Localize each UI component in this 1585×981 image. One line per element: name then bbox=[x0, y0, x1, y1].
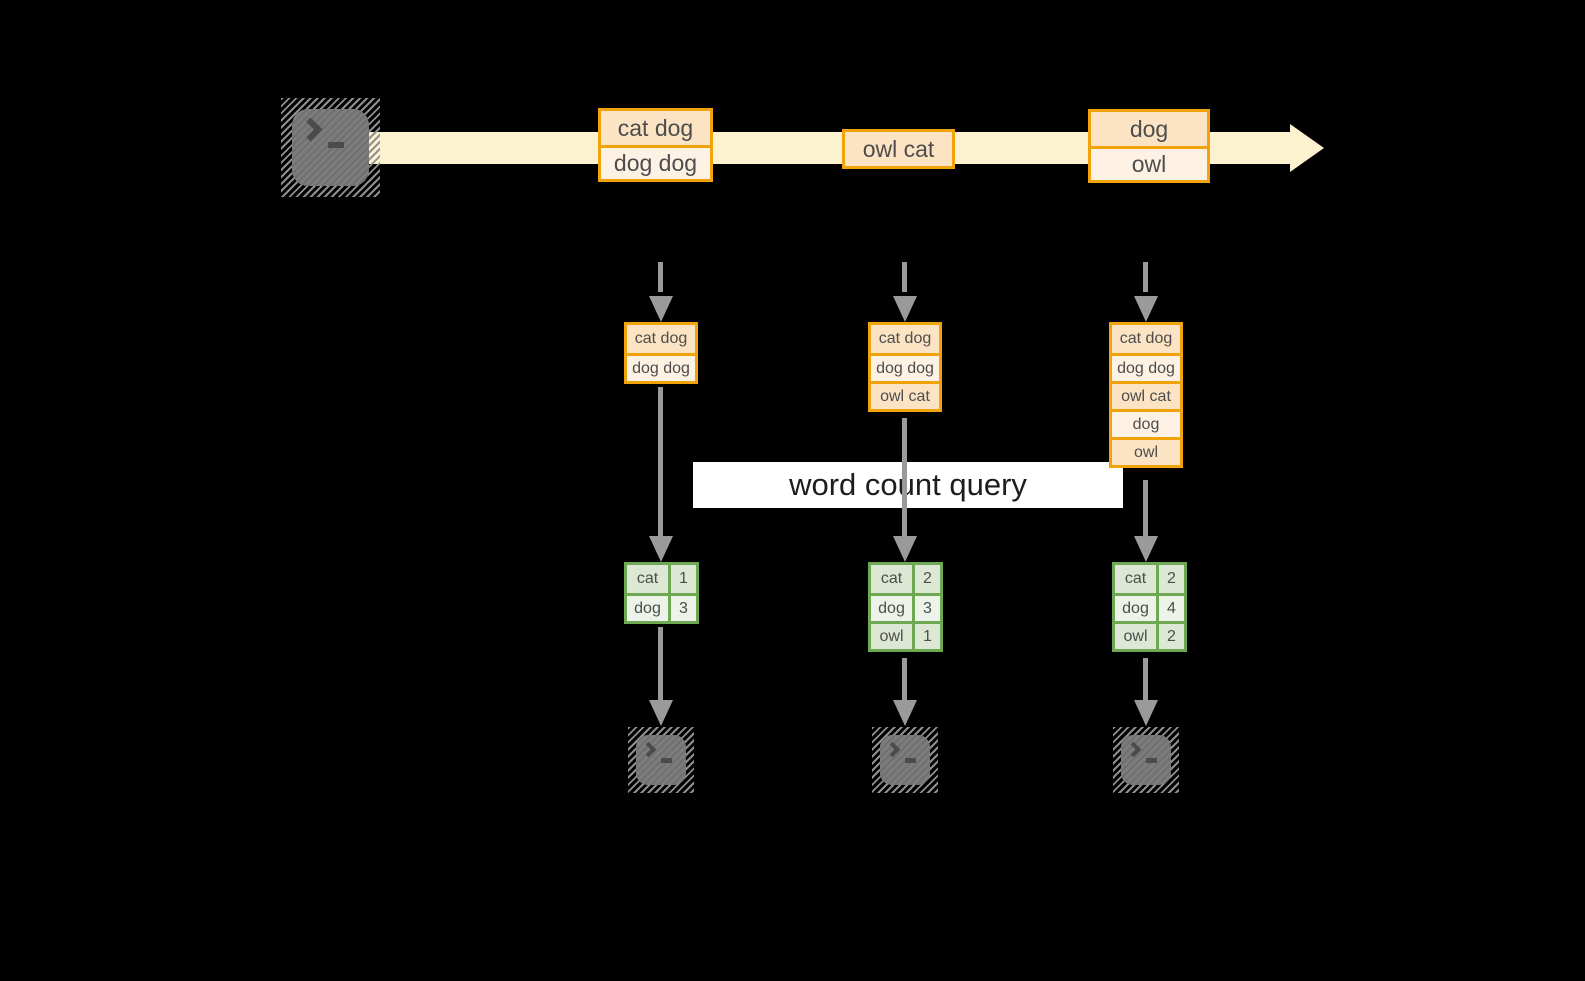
count-row: owl 2 bbox=[1115, 621, 1184, 649]
count-word-cell: dog bbox=[627, 596, 671, 621]
stream-event-text: owl cat bbox=[845, 132, 952, 166]
stream-event-text: dog bbox=[1091, 112, 1207, 146]
count-word-cell: cat bbox=[871, 565, 915, 593]
count-table-1: cat 1 dog 3 bbox=[624, 562, 699, 624]
count-row: dog 3 bbox=[871, 593, 940, 621]
buffer-row: owl cat bbox=[1112, 381, 1180, 409]
sink-terminal-icon-3 bbox=[1113, 727, 1179, 793]
dashed-ingest-arrowhead-1 bbox=[649, 296, 673, 322]
output-arrowhead-1 bbox=[649, 700, 673, 726]
dashed-ingest-arrowhead-3 bbox=[1134, 296, 1158, 322]
terminal-body bbox=[880, 735, 930, 785]
stream-event-text: dog dog bbox=[601, 145, 710, 179]
query-arrowhead-2 bbox=[893, 536, 917, 562]
count-word-cell: owl bbox=[1115, 624, 1159, 649]
buffer-table-3: cat dog dog dog owl cat dog owl bbox=[1109, 322, 1183, 468]
sink-terminal-icon-1 bbox=[628, 727, 694, 793]
count-value-cell: 1 bbox=[915, 624, 940, 649]
buffer-table-1: cat dog dog dog bbox=[624, 322, 698, 384]
output-arrowhead-3 bbox=[1134, 700, 1158, 726]
count-value-cell: 2 bbox=[1159, 624, 1184, 649]
terminal-body bbox=[636, 735, 686, 785]
output-arrowhead-2 bbox=[893, 700, 917, 726]
count-row: owl 1 bbox=[871, 621, 940, 649]
query-arrow-2 bbox=[902, 418, 907, 536]
count-value-cell: 2 bbox=[1159, 565, 1184, 593]
count-word-cell: dog bbox=[1115, 596, 1159, 621]
count-row: cat 1 bbox=[627, 565, 696, 593]
buffer-row: owl bbox=[1112, 437, 1180, 465]
count-value-cell: 4 bbox=[1159, 596, 1184, 621]
count-word-cell: cat bbox=[1115, 565, 1159, 593]
count-value-cell: 3 bbox=[915, 596, 940, 621]
buffer-row: dog dog bbox=[627, 353, 695, 381]
count-row: cat 2 bbox=[871, 565, 940, 593]
count-table-2: cat 2 dog 3 owl 1 bbox=[868, 562, 943, 652]
dashed-ingest-arrowhead-2 bbox=[893, 296, 917, 322]
stream-event-box-2: owl cat bbox=[842, 129, 955, 169]
count-row: cat 2 bbox=[1115, 565, 1184, 593]
count-value-cell: 2 bbox=[915, 565, 940, 593]
count-table-3: cat 2 dog 4 owl 2 bbox=[1112, 562, 1187, 652]
terminal-prompt-underscore-icon bbox=[905, 758, 916, 763]
dashed-ingest-arrow-3 bbox=[1143, 262, 1148, 292]
count-word-cell: owl bbox=[871, 624, 915, 649]
count-value-cell: 1 bbox=[671, 565, 696, 593]
query-label: word count query bbox=[693, 462, 1123, 508]
count-row: dog 4 bbox=[1115, 593, 1184, 621]
stream-event-text: owl bbox=[1091, 146, 1207, 180]
buffer-row: owl cat bbox=[871, 381, 939, 409]
count-row: dog 3 bbox=[627, 593, 696, 621]
count-word-cell: cat bbox=[627, 565, 671, 593]
buffer-table-2: cat dog dog dog owl cat bbox=[868, 322, 942, 412]
buffer-row: cat dog bbox=[627, 325, 695, 353]
dashed-ingest-arrow-1 bbox=[658, 262, 663, 292]
buffer-row: dog bbox=[1112, 409, 1180, 437]
query-arrow-3 bbox=[1143, 480, 1148, 536]
query-arrowhead-3 bbox=[1134, 536, 1158, 562]
buffer-row: dog dog bbox=[871, 353, 939, 381]
count-word-cell: dog bbox=[871, 596, 915, 621]
terminal-prompt-underscore-icon bbox=[1146, 758, 1157, 763]
sink-terminal-icon-2 bbox=[872, 727, 938, 793]
terminal-prompt-chevron-icon bbox=[884, 741, 901, 758]
terminal-prompt-chevron-icon bbox=[298, 117, 323, 142]
output-arrow-3 bbox=[1143, 658, 1148, 700]
query-arrow-1 bbox=[658, 387, 663, 536]
terminal-body bbox=[1121, 735, 1171, 785]
dashed-ingest-arrow-2 bbox=[902, 262, 907, 292]
output-arrow-1 bbox=[658, 627, 663, 700]
terminal-prompt-chevron-icon bbox=[640, 741, 657, 758]
count-value-cell: 3 bbox=[671, 596, 696, 621]
terminal-prompt-underscore-icon bbox=[328, 142, 344, 148]
query-arrowhead-1 bbox=[649, 536, 673, 562]
stream-event-text: cat dog bbox=[601, 111, 710, 145]
stream-arrowhead-icon bbox=[1290, 124, 1324, 172]
source-terminal-icon bbox=[281, 98, 380, 197]
terminal-body bbox=[292, 109, 369, 186]
buffer-row: cat dog bbox=[871, 325, 939, 353]
terminal-prompt-underscore-icon bbox=[661, 758, 672, 763]
terminal-prompt-chevron-icon bbox=[1125, 741, 1142, 758]
buffer-row: dog dog bbox=[1112, 353, 1180, 381]
output-arrow-2 bbox=[902, 658, 907, 700]
buffer-row: cat dog bbox=[1112, 325, 1180, 353]
stream-event-box-1: cat dog dog dog bbox=[598, 108, 713, 182]
stream-event-box-3: dog owl bbox=[1088, 109, 1210, 183]
